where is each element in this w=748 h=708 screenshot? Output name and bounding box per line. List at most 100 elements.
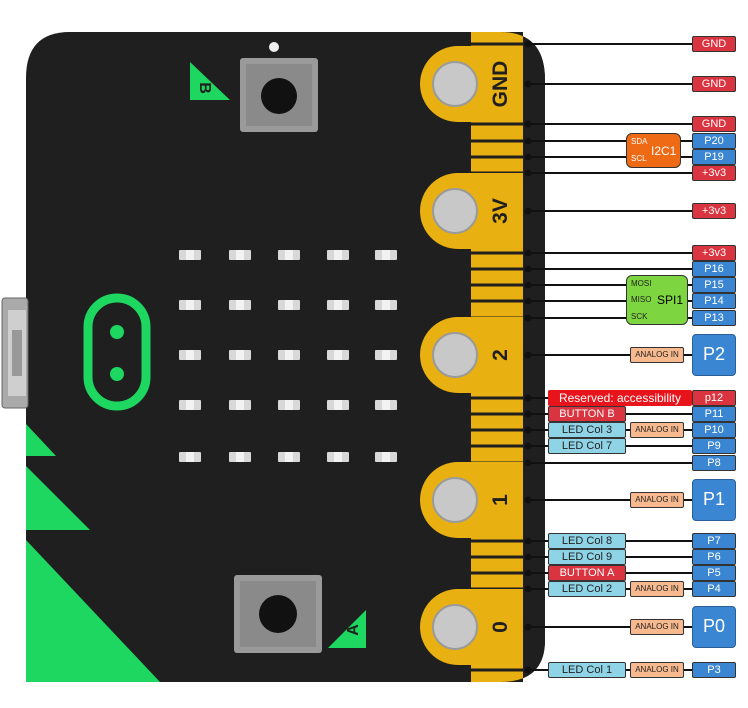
microbit-logo-icon (83, 293, 151, 411)
pin-label-p2: P2 (692, 334, 736, 376)
led-4-2 (229, 400, 251, 410)
led-3-3 (278, 350, 300, 360)
button-a[interactable] (234, 575, 322, 653)
i2c-sda-label: SDA (631, 137, 648, 146)
pin-label-3v3: +3v3 (692, 245, 736, 261)
pin-dot (524, 666, 532, 674)
pad-label-p2: 2 (489, 349, 512, 361)
pin-dot (524, 207, 532, 215)
usb-connector (1, 297, 29, 409)
pad-gnd[interactable]: GND (420, 46, 523, 122)
spi-group: MOSI MISO SCK SPI1 (626, 275, 688, 325)
pin-dot (524, 297, 532, 305)
led-1-5 (375, 250, 397, 260)
pin-label-3v3: +3v3 (692, 203, 736, 219)
pin-label-p7: P7 (692, 533, 736, 549)
pin-dot (524, 249, 532, 257)
pin-dot (524, 265, 532, 273)
mount-hole (269, 42, 279, 52)
pin-label-p12: p12 (692, 390, 736, 406)
pin-label-p3: P3 (692, 662, 736, 678)
pin-dot (524, 569, 532, 577)
pin-dot (524, 623, 532, 631)
function-label: Reserved: accessibility (548, 390, 692, 406)
pin-dot (524, 442, 532, 450)
led-2-2 (229, 300, 251, 310)
led-3-4 (327, 350, 349, 360)
i2c-scl-label: SCL (631, 154, 647, 163)
button-b[interactable] (240, 58, 318, 132)
pin-label-p10: P10 (692, 422, 736, 438)
pin-label-p20: P20 (692, 133, 736, 149)
pin-label-gnd: GND (692, 76, 736, 92)
led-5-1 (179, 452, 201, 462)
pad-v3[interactable]: 3V (420, 173, 523, 249)
pin-label-p4: P4 (692, 581, 736, 597)
pad-label-p1: 1 (489, 494, 512, 506)
pin-dot (524, 153, 532, 161)
pin-label-p16: P16 (692, 261, 736, 277)
led-1-3 (278, 250, 300, 260)
analog-in-label: ANALOG IN (630, 422, 684, 438)
button-a-marker-icon: A (328, 610, 366, 648)
i2c-group: SDA SCL I2C1 (626, 133, 681, 168)
pin-dot (524, 426, 532, 434)
pin-dot (524, 410, 532, 418)
pad-p2[interactable]: 2 (420, 317, 523, 393)
pin-dot (524, 314, 532, 322)
pin-dot (524, 585, 532, 593)
pin-dot (524, 459, 532, 467)
pin-label-gnd: GND (692, 116, 736, 132)
led-matrix (179, 250, 397, 462)
spi-mosi-label: MOSI (631, 279, 652, 288)
function-label: LED Col 9 (548, 549, 626, 565)
led-3-5 (375, 350, 397, 360)
led-5-4 (327, 452, 349, 462)
pin-dot (524, 120, 532, 128)
pin-label-gnd: GND (692, 36, 736, 52)
pin-dot (524, 169, 532, 177)
led-2-5 (375, 300, 397, 310)
pin-label-p9: P9 (692, 438, 736, 454)
button-b-marker-icon: B (190, 62, 230, 100)
pin-dot (524, 281, 532, 289)
pin-label-p1: P1 (692, 479, 736, 521)
pin-dot (524, 351, 532, 359)
led-1-4 (327, 250, 349, 260)
pin-label-p0: P0 (692, 606, 736, 648)
led-5-2 (229, 452, 251, 462)
led-3-1 (179, 350, 201, 360)
i2c-name: I2C1 (651, 144, 677, 158)
pin-label-p13: P13 (692, 310, 736, 326)
spi-miso-label: MISO (631, 295, 652, 304)
pin-dot (524, 40, 532, 48)
function-label: BUTTON A (548, 565, 626, 581)
analog-in-label: ANALOG IN (630, 581, 684, 597)
pad-p1[interactable]: 1 (420, 462, 523, 538)
analog-in-label: ANALOG IN (630, 619, 684, 635)
pin-label-p19: P19 (692, 149, 736, 165)
function-label: LED Col 7 (548, 438, 626, 454)
function-label: LED Col 3 (548, 422, 626, 438)
led-2-3 (278, 300, 300, 310)
pad-label-gnd: GND (489, 61, 512, 108)
spi-name: SPI1 (657, 293, 684, 307)
function-label: LED Col 2 (548, 581, 626, 597)
pin-dot (524, 537, 532, 545)
pin-label-p15: P15 (692, 277, 736, 293)
pad-p0[interactable]: 0 (420, 589, 523, 665)
analog-in-label: ANALOG IN (630, 347, 684, 363)
pin-label-3v3: +3v3 (692, 165, 736, 181)
svg-text:A: A (345, 624, 362, 636)
pin-label-p6: P6 (692, 549, 736, 565)
led-4-3 (278, 400, 300, 410)
pin-dot (524, 394, 532, 402)
led-2-1 (179, 300, 201, 310)
pin-dot (524, 80, 532, 88)
function-label: LED Col 8 (548, 533, 626, 549)
led-3-2 (229, 350, 251, 360)
led-4-4 (327, 400, 349, 410)
function-label: BUTTON B (548, 406, 626, 422)
led-5-5 (375, 452, 397, 462)
